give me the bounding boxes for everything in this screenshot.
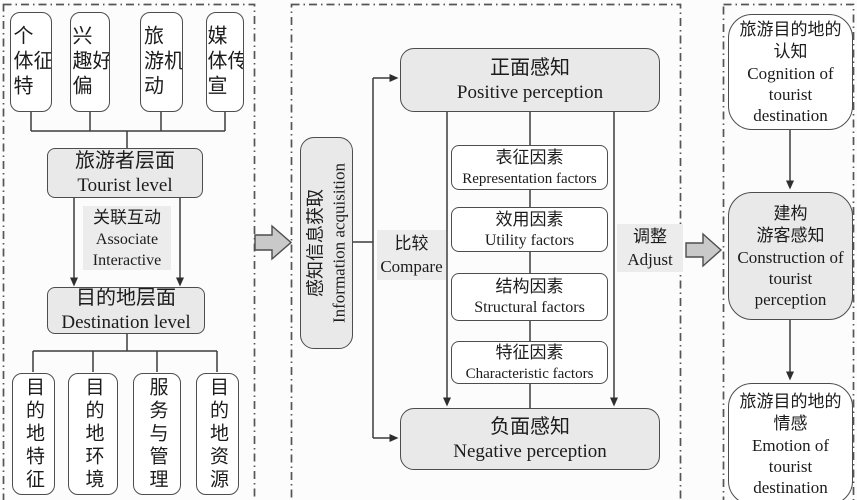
service-management-label: 服务与管理 bbox=[146, 376, 168, 492]
negative-perception-zh: 负面感知 bbox=[490, 415, 570, 438]
associate-interactive-label: 关联互动 Associate Interactive bbox=[83, 206, 171, 270]
perception-process-panel-border bbox=[290, 3, 682, 500]
tourist-level-box: 旅游者层面 Tourist level bbox=[47, 148, 203, 198]
representation-factors-box: 表征因素 Representation factors bbox=[451, 145, 608, 190]
cognition-box: 旅游目的地的 认知 Cognition of tourist destinati… bbox=[728, 14, 853, 130]
destination-level-zh: 目的地层面 bbox=[76, 287, 176, 309]
information-acquisition-en: Information acquisition bbox=[329, 162, 348, 324]
associate-en2: Interactive bbox=[92, 251, 162, 269]
emotion-zh1: 旅游目的地的 bbox=[739, 391, 842, 411]
emotion-box: 旅游目的地的 情感 Emotion of tourist destination bbox=[728, 383, 853, 500]
adjust-label: 调整 Adjust bbox=[617, 224, 683, 272]
destination-traits-box: 目的地特征 bbox=[12, 373, 55, 495]
flow-arrow-left-to-middle bbox=[254, 224, 293, 261]
cognition-en: Cognition of tourist destination bbox=[747, 63, 834, 125]
compare-en: Compare bbox=[380, 257, 443, 276]
perception-result-panel-border bbox=[722, 3, 855, 500]
compare-label: 比较 Compare bbox=[377, 230, 446, 280]
tourist-side-panel-border bbox=[2, 3, 256, 500]
characteristic-factors-zh: 特征因素 bbox=[495, 342, 564, 362]
destination-environment-label: 目的地环境 bbox=[82, 376, 104, 492]
construction-en: Construction of tourist perception bbox=[737, 247, 844, 309]
negative-perception-en: Negative perception bbox=[453, 440, 607, 462]
flow-arrow-middle-to-right bbox=[685, 232, 723, 268]
associate-zh: 关联互动 bbox=[93, 207, 161, 227]
travel-motivation-box: 旅游动机 bbox=[140, 12, 183, 112]
construction-zh1: 建构 bbox=[773, 203, 808, 223]
destination-traits-label: 目的地特征 bbox=[23, 376, 44, 492]
representation-factors-en: Representation factors bbox=[462, 170, 597, 187]
associate-en1: Associate bbox=[95, 230, 159, 248]
destination-resources-box: 目的地资源 bbox=[196, 373, 239, 495]
tourist-level-zh: 旅游者层面 bbox=[75, 149, 175, 172]
interest-preference-box: 兴趣偏好 bbox=[70, 12, 110, 112]
destination-level-box: 目的地层面 Destination level bbox=[47, 287, 205, 334]
construction-box: 建构 游客感知 Construction of tourist percepti… bbox=[728, 192, 853, 320]
positive-perception-box: 正面感知 Positive perception bbox=[400, 48, 660, 112]
adjust-zh: 调整 bbox=[633, 227, 667, 246]
service-management-box: 服务与管理 bbox=[133, 373, 181, 495]
media-publicity-label: 媒体宣传 bbox=[206, 24, 244, 100]
characteristic-factors-box: 特征因素 Characteristic factors bbox=[451, 341, 608, 384]
media-publicity-box: 媒体宣传 bbox=[206, 12, 244, 112]
structural-factors-box: 结构因素 Structural factors bbox=[451, 273, 608, 321]
cognition-zh2: 认知 bbox=[773, 41, 808, 61]
characteristic-factors-en: Characteristic factors bbox=[465, 365, 594, 382]
utility-factors-zh: 效用因素 bbox=[495, 209, 564, 229]
utility-factors-en: Utility factors bbox=[484, 231, 575, 249]
structural-factors-zh: 结构因素 bbox=[495, 277, 564, 296]
emotion-en: Emotion of tourist destination bbox=[752, 435, 829, 497]
emotion-zh2: 情感 bbox=[773, 413, 808, 433]
positive-perception-en: Positive perception bbox=[456, 81, 604, 103]
cognition-zh1: 旅游目的地的 bbox=[739, 19, 842, 39]
information-acquisition-zh: 感知信息获取 bbox=[305, 189, 325, 297]
destination-resources-label: 目的地资源 bbox=[207, 376, 228, 492]
destination-level-en: Destination level bbox=[61, 312, 191, 333]
adjust-en: Adjust bbox=[627, 250, 673, 269]
construction-zh2: 游客感知 bbox=[756, 225, 825, 245]
information-acquisition-box: 感知信息获取 Information acquisition bbox=[300, 137, 353, 349]
individual-traits-box: 个体特征 bbox=[10, 12, 52, 112]
individual-traits-label: 个体特征 bbox=[10, 24, 52, 100]
travel-motivation-label: 旅游动机 bbox=[140, 24, 183, 100]
tourist-level-en: Tourist level bbox=[77, 174, 173, 196]
negative-perception-box: 负面感知 Negative perception bbox=[400, 408, 660, 470]
destination-environment-box: 目的地环境 bbox=[68, 373, 118, 495]
interest-preference-label: 兴趣偏好 bbox=[70, 24, 110, 100]
structural-factors-en: Structural factors bbox=[474, 299, 585, 316]
representation-factors-zh: 表征因素 bbox=[495, 147, 564, 167]
utility-factors-box: 效用因素 Utility factors bbox=[451, 207, 608, 252]
positive-perception-zh: 正面感知 bbox=[490, 56, 570, 79]
compare-zh: 比较 bbox=[394, 234, 429, 253]
